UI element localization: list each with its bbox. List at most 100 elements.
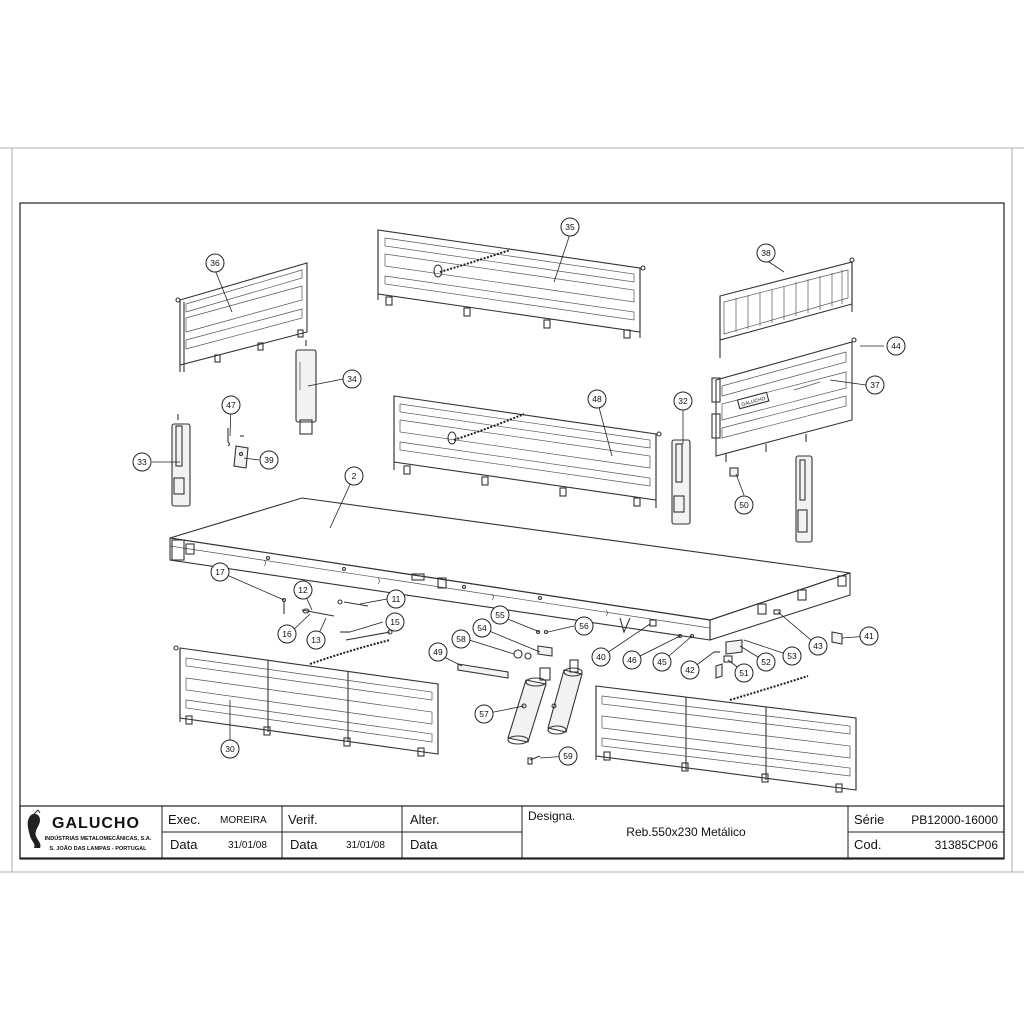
svg-text:44: 44 bbox=[891, 341, 901, 351]
svg-text:54: 54 bbox=[477, 623, 487, 633]
part-35-side-panel bbox=[377, 229, 646, 339]
verif-date-label: Data bbox=[290, 837, 318, 852]
svg-text:37: 37 bbox=[870, 380, 880, 390]
part-57-cylinders bbox=[507, 659, 583, 745]
callout-30-label: 30 bbox=[225, 744, 235, 754]
company-logo bbox=[27, 809, 41, 848]
part-30-long-panel bbox=[173, 639, 439, 757]
part-32-post bbox=[671, 439, 691, 525]
verif-label: Verif. bbox=[288, 812, 318, 827]
part-49-plate bbox=[457, 663, 509, 679]
hardware-11-17 bbox=[281, 597, 393, 641]
callout-52: 52 bbox=[756, 652, 776, 672]
part-36-front-panel bbox=[175, 262, 308, 372]
callout-54: 54 bbox=[472, 618, 492, 638]
designation: Reb.550x230 Metálico bbox=[626, 825, 746, 839]
company-subtitle-2: S. JOÃO DAS LAMPAS - PORTUGAL bbox=[49, 845, 147, 852]
callout-55: 55 bbox=[490, 605, 510, 625]
callout-57-label: 57 bbox=[479, 709, 489, 719]
callout-57: 57 bbox=[474, 704, 494, 724]
svg-text:41: 41 bbox=[864, 631, 874, 641]
part-2-platform bbox=[169, 497, 851, 641]
svg-text:59: 59 bbox=[563, 751, 573, 761]
callout-51: 51 bbox=[734, 663, 754, 683]
svg-text:45: 45 bbox=[657, 657, 667, 667]
serie-label: Série bbox=[854, 812, 884, 827]
serie-value: PB12000-16000 bbox=[911, 813, 998, 827]
exec-date-label: Data bbox=[170, 837, 198, 852]
svg-text:39: 39 bbox=[264, 455, 274, 465]
svg-text:48: 48 bbox=[592, 394, 602, 404]
callout-16: 16 bbox=[277, 624, 297, 644]
callout-34: 34 bbox=[342, 369, 362, 389]
part-47-pin bbox=[227, 428, 231, 447]
callout-40: 40 bbox=[591, 647, 611, 667]
designa-label: Designa. bbox=[528, 809, 575, 823]
callout-15-label: 15 bbox=[390, 617, 400, 627]
svg-text:46: 46 bbox=[627, 655, 637, 665]
svg-text:34: 34 bbox=[347, 374, 357, 384]
callout-13: 13 bbox=[306, 630, 326, 650]
part-48-side-panel bbox=[393, 395, 662, 508]
part-post-rear bbox=[795, 455, 813, 543]
drawing-frame bbox=[19, 202, 1005, 860]
callout-17-label: 17 bbox=[215, 567, 225, 577]
callout-30: 30 bbox=[220, 739, 240, 759]
company-subtitle-1: INDÚSTRIAS METALOMECÂNICAS, S.A. bbox=[45, 835, 152, 842]
callout-16-label: 16 bbox=[282, 629, 292, 639]
exec-label: Exec. bbox=[168, 812, 201, 827]
exec-value: MOREIRA bbox=[220, 815, 267, 826]
svg-text:38: 38 bbox=[761, 248, 771, 258]
callout-35: 35 bbox=[560, 217, 580, 237]
part-38-rack bbox=[719, 257, 855, 358]
svg-text:36: 36 bbox=[210, 258, 220, 268]
cod-label: Cod. bbox=[854, 837, 881, 852]
callout-46: 46 bbox=[622, 650, 642, 670]
callout-37: 37 bbox=[865, 375, 885, 395]
callout-49: 49 bbox=[428, 642, 448, 662]
svg-text:11: 11 bbox=[392, 594, 401, 604]
callout-41: 41 bbox=[859, 626, 879, 646]
callout-47: 47 bbox=[221, 395, 241, 415]
callout-32: 32 bbox=[673, 391, 693, 411]
callout-53: 53 bbox=[782, 646, 802, 666]
svg-text:53: 53 bbox=[787, 651, 797, 661]
callout-44: 44 bbox=[886, 336, 906, 356]
part-39-bracket bbox=[233, 435, 249, 469]
callout-2: 2 bbox=[344, 466, 364, 486]
callout-12: 12 bbox=[293, 580, 313, 600]
callout-43: 43 bbox=[808, 636, 828, 656]
callout-59: 59 bbox=[558, 746, 578, 766]
part-50-clip bbox=[729, 467, 739, 477]
svg-text:52: 52 bbox=[761, 657, 771, 667]
svg-text:40: 40 bbox=[596, 652, 606, 662]
part-59-bolt bbox=[527, 755, 541, 765]
title-block: GALUCHO INDÚSTRIAS METALOMECÂNICAS, S.A.… bbox=[19, 805, 1005, 859]
svg-text:43: 43 bbox=[813, 641, 823, 651]
svg-text:58: 58 bbox=[456, 634, 466, 644]
alter-label: Alter. bbox=[410, 812, 440, 827]
alter-date-label: Data bbox=[410, 837, 438, 852]
callout-17: 17 bbox=[210, 562, 230, 582]
svg-text:49: 49 bbox=[433, 647, 443, 657]
verif-date: 31/01/08 bbox=[346, 840, 385, 851]
svg-text:47: 47 bbox=[226, 400, 236, 410]
part-33-post bbox=[171, 414, 191, 507]
svg-text:55: 55 bbox=[495, 610, 505, 620]
svg-text:33: 33 bbox=[137, 457, 147, 467]
callout-33: 33 bbox=[132, 452, 152, 472]
callout-15: 15 bbox=[385, 612, 405, 632]
callout-48: 48 bbox=[587, 389, 607, 409]
callout-39: 39 bbox=[259, 450, 279, 470]
part-34-post bbox=[295, 340, 317, 435]
callout-45: 45 bbox=[652, 652, 672, 672]
callout-50: 50 bbox=[734, 495, 754, 515]
cod-value: 31385CP06 bbox=[935, 838, 999, 852]
svg-text:50: 50 bbox=[739, 500, 749, 510]
svg-text:56: 56 bbox=[579, 621, 589, 631]
svg-text:12: 12 bbox=[298, 585, 308, 595]
callout-58: 58 bbox=[451, 629, 471, 649]
svg-text:51: 51 bbox=[739, 668, 749, 678]
hardware-41-53 bbox=[677, 609, 843, 679]
